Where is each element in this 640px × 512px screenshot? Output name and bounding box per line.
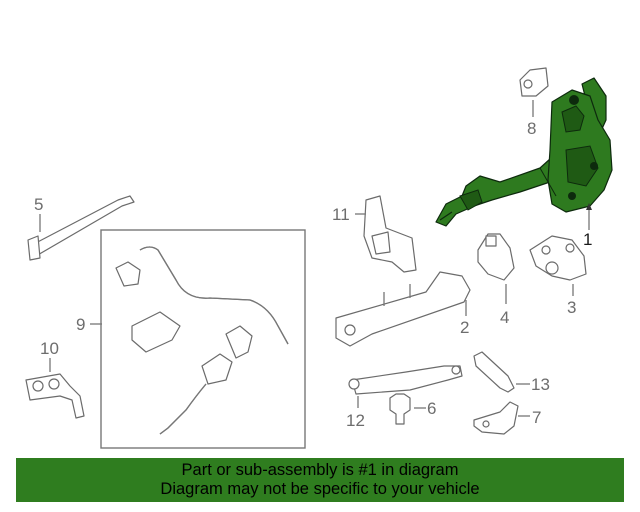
- info-banner: Part or sub-assembly is #1 in diagram Di…: [16, 458, 624, 502]
- callout-4: 4: [500, 308, 509, 327]
- callout-6: 6: [427, 399, 436, 418]
- part-5-rod[interactable]: [27, 195, 135, 261]
- callout-3: 3: [567, 298, 576, 317]
- callout-12: 12: [346, 411, 365, 430]
- callout-9: 9: [76, 315, 85, 334]
- part-8-bracket[interactable]: [519, 67, 549, 97]
- callout-2: 2: [460, 318, 469, 337]
- callout-1: 1: [583, 230, 592, 249]
- arrow-1: [586, 203, 592, 210]
- part-9-kit-box: [100, 229, 306, 449]
- part-6-bumper[interactable]: [389, 393, 411, 425]
- part-10-bracket[interactable]: [25, 373, 85, 419]
- part-11-bracket[interactable]: [363, 195, 417, 273]
- callout-5: 5: [34, 195, 43, 214]
- part-3-latch[interactable]: [529, 235, 587, 281]
- callout-13: 13: [531, 375, 550, 394]
- banner-line-1: Part or sub-assembly is #1 in diagram: [181, 461, 459, 479]
- part-2-hinge-arm[interactable]: [335, 271, 471, 347]
- part-9-kit-contents[interactable]: [115, 246, 289, 435]
- part-13-bolt[interactable]: [473, 351, 515, 393]
- banner-line-2: Diagram may not be specific to your vehi…: [160, 480, 480, 498]
- callout-10: 10: [40, 339, 59, 358]
- callout-11: 11: [332, 205, 350, 224]
- part-7-bracket[interactable]: [473, 401, 519, 435]
- part-4-striker[interactable]: [477, 233, 515, 281]
- part-1-hinge-assembly[interactable]: [435, 77, 613, 227]
- part-12-gas-strut[interactable]: [348, 365, 463, 395]
- callout-8: 8: [527, 119, 536, 138]
- callout-7: 7: [532, 408, 541, 427]
